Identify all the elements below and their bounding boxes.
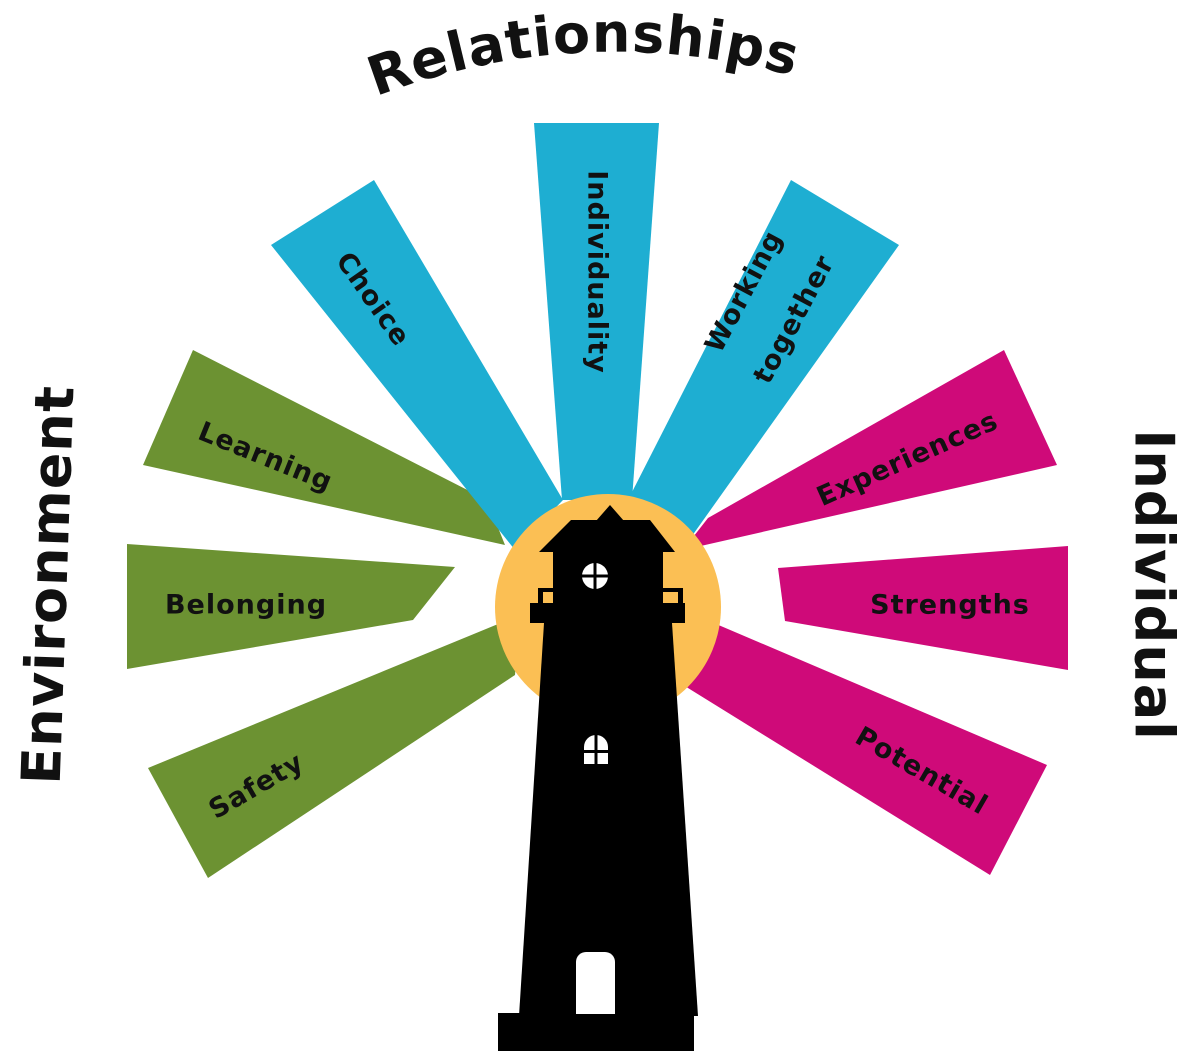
tower-window-icon: [583, 735, 609, 765]
door-icon: [576, 952, 615, 1014]
heading-individual: Individual: [1122, 429, 1185, 740]
ray-label-belonging: Belonging: [165, 590, 327, 621]
ray-label-individuality: Individuality: [582, 170, 613, 374]
lamp-window-icon: [582, 563, 608, 589]
heading-environment: Environment: [10, 384, 87, 785]
heading-relationships: Relationships: [359, 2, 806, 109]
ray-label-strengths: Strengths: [870, 590, 1030, 621]
